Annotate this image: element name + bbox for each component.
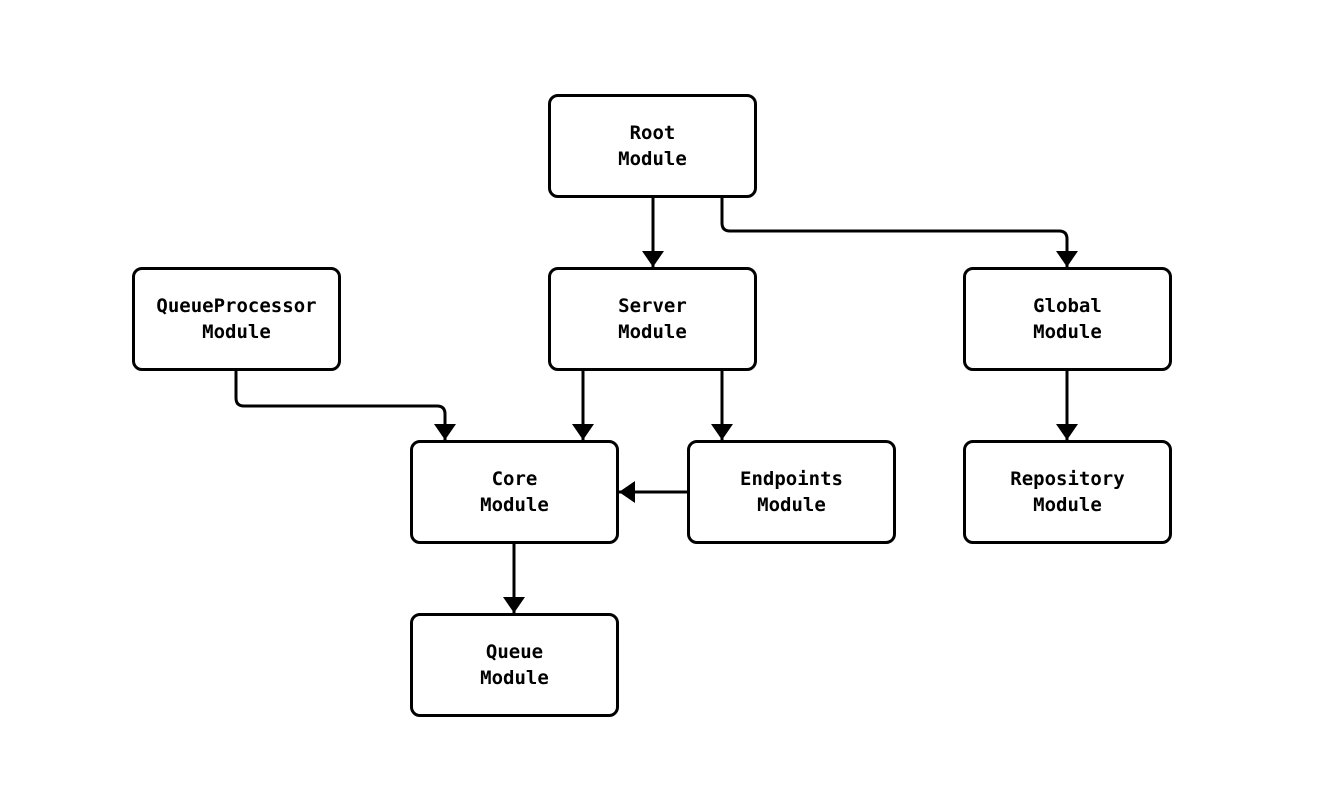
node-endpoints-module: Endpoints Module [687, 440, 896, 544]
node-queue-module: Queue Module [410, 613, 619, 717]
node-label-line: Server [618, 295, 687, 317]
node-label-line: Root [629, 122, 676, 144]
node-global-module: Global Module [963, 267, 1172, 371]
edge-queueprocessor-to-core [234, 371, 456, 440]
node-label-line: QueueProcessor [156, 295, 317, 317]
node-label-line: Endpoints [740, 468, 843, 490]
node-server-module: Server Module [548, 267, 757, 371]
node-label-line: Module [480, 667, 549, 689]
node-root-module: Root Module [548, 94, 757, 198]
node-label-line: Global [1033, 295, 1102, 317]
node-core-module: Core Module [410, 440, 619, 544]
node-label-line: Module [1033, 321, 1102, 343]
node-label-line: Repository [1010, 468, 1125, 490]
node-label-line: Module [618, 321, 687, 343]
edge-root-to-global [720, 198, 1078, 267]
node-queueprocessor-module: QueueProcessor Module [132, 267, 341, 371]
node-repository-module: Repository Module [963, 440, 1172, 544]
node-label-line: Module [480, 494, 549, 516]
node-label-line: Core [491, 468, 538, 490]
node-label-line: Module [618, 148, 687, 170]
node-label-line: Module [757, 494, 826, 516]
node-label-line: Queue [485, 641, 544, 663]
node-label-line: Module [1033, 494, 1102, 516]
node-label-line: Module [202, 321, 271, 343]
